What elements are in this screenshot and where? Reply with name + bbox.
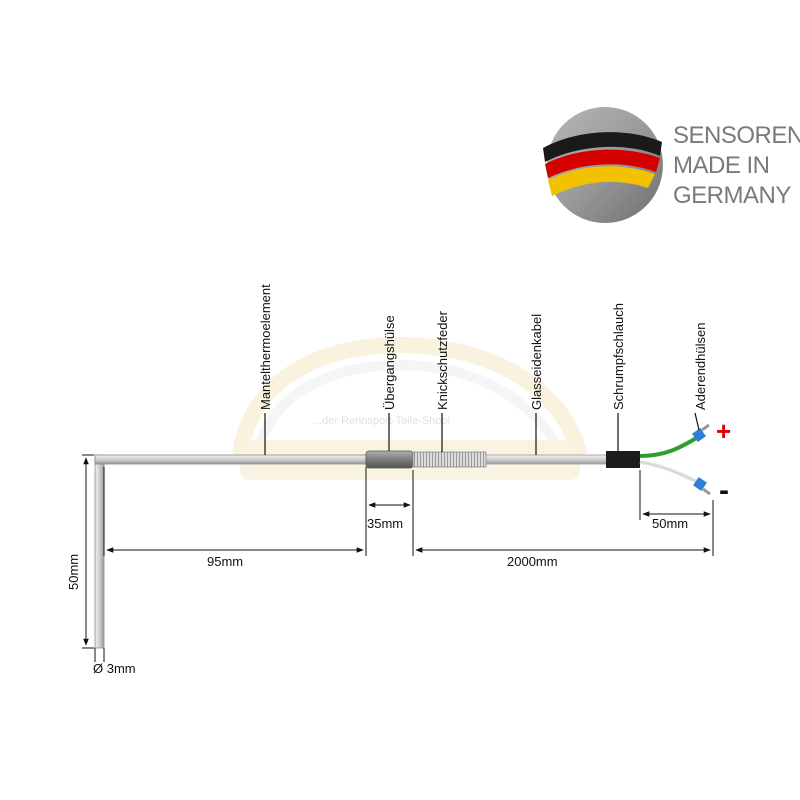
dimension-lines xyxy=(82,454,714,662)
component-labels: Mantelthermoelement Übergangshülse Knick… xyxy=(258,284,708,455)
label-uebergangshuelse: Übergangshülse xyxy=(382,315,397,410)
positive-wire xyxy=(639,435,700,458)
shrink-tube xyxy=(606,451,640,468)
wire-ferrule-negative xyxy=(693,477,711,496)
german-flag-swoosh-icon xyxy=(543,132,662,196)
dim-wire-ends-50mm: 50mm xyxy=(652,516,688,531)
label-mantelthermoelement: Mantelthermoelement xyxy=(258,284,273,410)
watermark-tagline: ...der Rennsport-Teile-Shop! xyxy=(313,415,451,427)
badge-line-1: SENSOREN xyxy=(673,122,800,149)
negative-terminal-sign: - xyxy=(719,474,729,507)
dim-height-50mm: 50mm xyxy=(66,554,81,590)
label-schrumpfschlauch: Schrumpfschlauch xyxy=(611,303,626,410)
made-in-germany-badge: SENSOREN MADE IN GERMANY xyxy=(543,107,800,223)
racing-shop-logo-icon xyxy=(232,336,588,458)
label-knickschutzfeder: Knickschutzfeder xyxy=(435,310,450,410)
badge-line-3: GERMANY xyxy=(673,182,791,209)
dim-diameter: Ø 3mm xyxy=(93,661,136,676)
kink-protection-spring xyxy=(412,451,487,468)
positive-terminal-sign: + xyxy=(716,416,731,446)
badge-line-2: MADE IN xyxy=(673,152,770,179)
dim-probe-95mm: 95mm xyxy=(207,554,243,569)
wire-ferrule-positive xyxy=(692,423,710,442)
sheathed-thermocouple-probe xyxy=(94,454,369,649)
dim-cable-2000mm: 2000mm xyxy=(507,554,558,569)
dim-sleeve-35mm: 35mm xyxy=(367,516,403,531)
label-glasseidenkabel: Glasseidenkabel xyxy=(529,314,544,410)
glass-fibre-cable xyxy=(485,454,609,465)
label-aderendhuelsen: Aderendhülsen xyxy=(693,323,708,410)
negative-wire xyxy=(639,460,699,484)
transition-sleeve xyxy=(365,450,414,469)
